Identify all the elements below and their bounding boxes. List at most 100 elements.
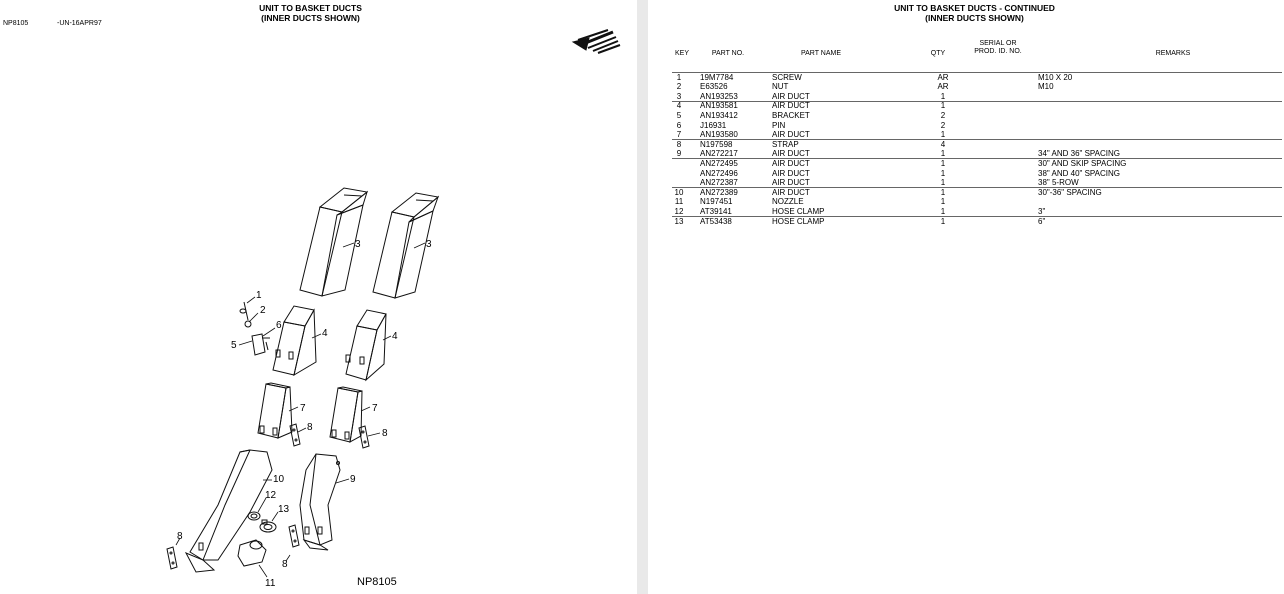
cell-part-no: N197451 — [700, 197, 733, 207]
cell-part-name: STRAP — [772, 139, 799, 149]
screw-nut-bracket-group — [239, 301, 270, 356]
col-remarks: REMARKS — [1155, 50, 1191, 57]
cell-qty: 1 — [940, 158, 946, 168]
cell-key: 4 — [676, 101, 682, 111]
cell-part-no: AN272496 — [700, 168, 738, 178]
cell-qty: 1 — [940, 187, 946, 197]
cell-part-no: AN193412 — [700, 110, 738, 120]
cell-part-no: AN272387 — [700, 178, 738, 188]
cell-part-name: AIR DUCT — [772, 168, 810, 178]
exploded-view-diagram: 3 3 1 2 6 5 4 4 7 7 8 8 9 10 12 13 8 8 1… — [166, 29, 621, 589]
callout-3-right: 3 — [426, 239, 432, 250]
direction-arrow-icon — [571, 29, 621, 54]
table-group-separator — [672, 139, 1282, 141]
cell-part-name: AIR DUCT — [772, 149, 810, 159]
cell-qty: AR — [937, 82, 949, 92]
hose-clamp-13 — [259, 519, 277, 533]
hose-clamp-12 — [247, 511, 261, 521]
duct-4-left — [272, 305, 317, 377]
cell-key: 11 — [674, 197, 684, 207]
callout-4-left: 4 — [322, 328, 328, 339]
cell-part-name: HOSE CLAMP — [772, 206, 825, 216]
cell-part-no: AN193581 — [700, 101, 738, 111]
strap-8-c — [166, 546, 178, 570]
cell-remarks: M10 X 20 — [1038, 72, 1073, 82]
cell-qty: 1 — [940, 91, 946, 101]
cell-key: 12 — [674, 206, 684, 216]
figure-label: NP8105 — [357, 576, 397, 588]
cell-part-name: PIN — [772, 120, 786, 130]
cell-part-name: HOSE CLAMP — [772, 216, 825, 226]
cell-remarks: M10 — [1038, 82, 1054, 92]
cell-remarks: 34" AND 36" SPACING — [1038, 149, 1121, 159]
cell-qty: AR — [937, 72, 949, 82]
cell-remarks: 3" — [1038, 206, 1046, 216]
cell-part-no: AN193253 — [700, 91, 738, 101]
callout-8-b: 8 — [382, 428, 388, 439]
cell-part-name: AIR DUCT — [772, 178, 810, 188]
cell-qty: 1 — [940, 197, 946, 207]
cell-part-name: AIR DUCT — [772, 187, 810, 197]
duct-9 — [299, 453, 341, 551]
cell-part-no: E63526 — [700, 82, 728, 92]
cell-qty: 1 — [940, 216, 946, 226]
cell-key: 1 — [676, 72, 682, 82]
cell-remarks: 6" — [1038, 216, 1046, 226]
cell-qty: 2 — [940, 120, 946, 130]
cell-qty: 4 — [940, 139, 946, 149]
cell-part-no: J16931 — [700, 120, 727, 130]
doc-code: NP8105 — [3, 20, 29, 27]
right-page: UNIT TO BASKET DUCTS - CONTINUED (INNER … — [648, 0, 1284, 594]
cell-qty: 1 — [940, 178, 946, 188]
figure-title-line2: (INNER DUCTS SHOWN) — [261, 13, 360, 23]
cell-key: 7 — [676, 130, 682, 140]
cell-part-name: AIR DUCT — [772, 130, 810, 140]
duct-3-right — [372, 192, 440, 299]
date-code: -UN-16APR97 — [57, 20, 102, 27]
page-gutter — [637, 0, 648, 594]
callout-4-right: 4 — [392, 331, 398, 342]
duct-3-left — [299, 187, 369, 297]
cell-part-name: BRACKET — [772, 110, 810, 120]
callout-13: 13 — [278, 504, 290, 515]
figure-title: UNIT TO BASKET DUCTS (INNER DUCTS SHOWN) — [200, 3, 421, 23]
parts-list-title: UNIT TO BASKET DUCTS - CONTINUED (INNER … — [848, 3, 1101, 23]
cell-part-no: AN272495 — [700, 158, 738, 168]
cell-qty: 2 — [940, 110, 946, 120]
cell-part-no: AT53438 — [700, 216, 732, 226]
cell-remarks: 30"-36" SPACING — [1038, 187, 1102, 197]
cell-key: 8 — [676, 139, 682, 149]
table-group-separator — [672, 100, 1282, 102]
col-part-name: PART NAME — [800, 50, 842, 57]
figure-title-line1: UNIT TO BASKET DUCTS — [259, 3, 362, 13]
callout-1: 1 — [256, 290, 262, 301]
cell-key: 3 — [676, 91, 682, 101]
cell-qty: 1 — [940, 101, 946, 111]
callout-9: 9 — [350, 474, 356, 485]
cell-part-name: SCREW — [772, 72, 802, 82]
cell-qty: 1 — [940, 206, 946, 216]
callout-10: 10 — [273, 474, 285, 485]
cell-remarks: 38" AND 40" SPACING — [1038, 168, 1121, 178]
cell-qty: 1 — [940, 130, 946, 140]
cell-key: 2 — [676, 82, 682, 92]
strap-8-d — [288, 524, 300, 548]
cell-key: 6 — [676, 120, 682, 130]
cell-key: 10 — [674, 187, 684, 197]
cell-part-name: AIR DUCT — [772, 101, 810, 111]
callout-8-c: 8 — [177, 531, 183, 542]
cell-part-no: 19M7784 — [700, 72, 734, 82]
callout-8-d: 8 — [282, 559, 288, 570]
cell-part-no: AT39141 — [700, 206, 732, 216]
cell-part-no: AN272389 — [700, 187, 738, 197]
cell-remarks: 38" 5-ROW — [1038, 178, 1079, 188]
col-serial-line1: SERIAL OR — [979, 40, 1017, 47]
left-page: UNIT TO BASKET DUCTS (INNER DUCTS SHOWN)… — [0, 0, 637, 594]
duct-7-left — [257, 382, 293, 439]
callout-2: 2 — [260, 305, 266, 316]
callout-8-a: 8 — [307, 422, 313, 433]
callout-6: 6 — [276, 320, 282, 331]
callout-7-left: 7 — [300, 403, 306, 414]
cell-key: 13 — [674, 216, 684, 226]
cell-part-name: NUT — [772, 82, 789, 92]
